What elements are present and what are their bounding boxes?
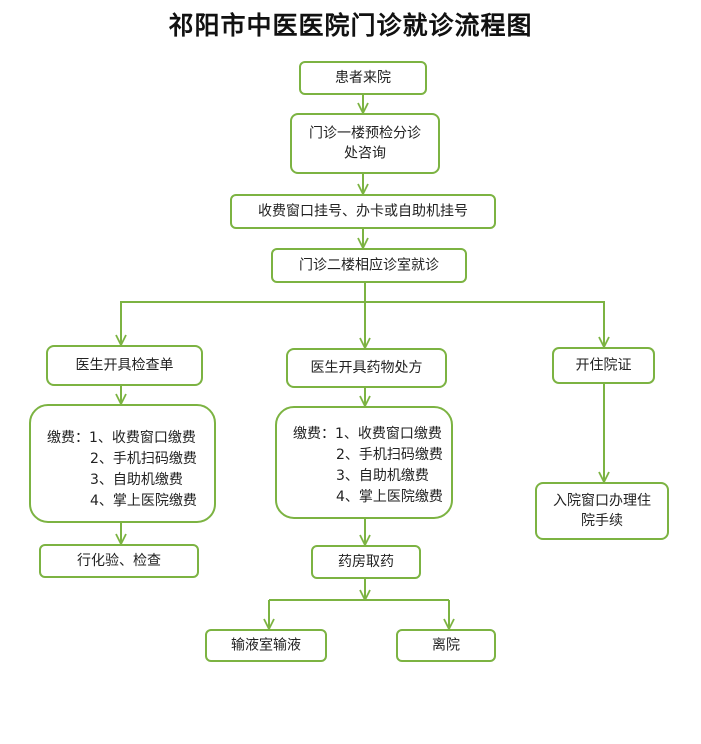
node-arrive-box xyxy=(299,61,427,95)
edge-branch-exam xyxy=(121,301,365,345)
node-pharmacy-box xyxy=(311,545,421,579)
node-register: 收费窗口挂号、办卡或自助机挂号 xyxy=(230,194,496,229)
node-admission-window-line-2: 院手续 xyxy=(581,512,623,529)
node-triage-line-1: 门诊一楼预检分诊 xyxy=(309,126,421,142)
node-register-line-1: 收费窗口挂号、办卡或自助机挂号 xyxy=(258,203,468,220)
node-infusion-line-1: 输液室输液 xyxy=(231,637,301,654)
node-pay-exam-line-4: 4、掌上医院缴费 xyxy=(90,493,197,509)
node-pharmacy: 药房取药 xyxy=(311,545,421,579)
node-triage-line-2: 处咨询 xyxy=(344,146,386,162)
node-pay-rx-line-2: 2、手机扫码缴费 xyxy=(336,447,443,463)
node-pay-exam-box xyxy=(29,404,216,523)
node-arrive: 患者来院 xyxy=(299,61,427,95)
node-register-box xyxy=(230,194,496,229)
flow-nodes: 患者来院门诊一楼预检分诊处咨询收费窗口挂号、办卡或自助机挂号门诊二楼相应诊室就诊… xyxy=(29,61,669,662)
node-consult-line-1: 门诊二楼相应诊室就诊 xyxy=(299,257,439,274)
node-pay-rx-box xyxy=(275,406,453,519)
edge-branch-admission xyxy=(365,301,604,347)
node-pay-rx-line-3: 3、自助机缴费 xyxy=(336,468,429,484)
node-test-exam-box xyxy=(39,544,199,578)
node-consult-box xyxy=(271,248,467,283)
node-pay-rx-line-1: 缴费：1、收费窗口缴费 xyxy=(293,425,442,442)
node-admission-cert-box xyxy=(552,347,655,384)
node-infusion-box xyxy=(205,629,327,662)
node-triage-box xyxy=(290,113,440,174)
node-pharmacy-line-1: 药房取药 xyxy=(338,554,394,570)
node-admission-cert: 开住院证 xyxy=(552,347,655,384)
node-pay-exam: 缴费：1、收费窗口缴费 2、手机扫码缴费 3、自助机缴费 4、掌上医院缴费 xyxy=(29,404,216,523)
node-prescription-box xyxy=(286,348,447,388)
node-discharge-box xyxy=(396,629,496,662)
node-pay-rx-line-4: 4、掌上医院缴费 xyxy=(336,489,443,505)
node-exam-order-box xyxy=(46,345,203,386)
node-prescription-line-1: 医生开具药物处方 xyxy=(311,360,423,376)
node-test-exam-line-1: 行化验、检查 xyxy=(77,553,161,569)
node-admission-window-line-1: 入院窗口办理住 xyxy=(553,492,651,509)
node-prescription: 医生开具药物处方 xyxy=(286,348,447,388)
node-arrive-line-1: 患者来院 xyxy=(335,70,391,86)
node-admission-cert-line-1: 开住院证 xyxy=(576,358,632,374)
page-title: 祁阳市中医医院门诊就诊流程图 xyxy=(168,11,533,40)
node-pay-rx: 缴费：1、收费窗口缴费 2、手机扫码缴费 3、自助机缴费 4、掌上医院缴费 xyxy=(275,406,453,519)
node-admission-window-box xyxy=(535,482,669,540)
node-discharge-line-1: 离院 xyxy=(432,637,460,654)
node-pay-exam-line-3: 3、自助机缴费 xyxy=(90,472,183,488)
node-exam-order-line-1: 医生开具检查单 xyxy=(76,358,174,374)
node-consult: 门诊二楼相应诊室就诊 xyxy=(271,248,467,283)
node-discharge: 离院 xyxy=(396,629,496,662)
node-pay-exam-line-2: 2、手机扫码缴费 xyxy=(90,451,197,467)
node-infusion: 输液室输液 xyxy=(205,629,327,662)
node-exam-order: 医生开具检查单 xyxy=(46,345,203,386)
node-test-exam: 行化验、检查 xyxy=(39,544,199,578)
node-pay-exam-line-1: 缴费：1、收费窗口缴费 xyxy=(47,429,196,446)
connectors xyxy=(121,94,604,629)
